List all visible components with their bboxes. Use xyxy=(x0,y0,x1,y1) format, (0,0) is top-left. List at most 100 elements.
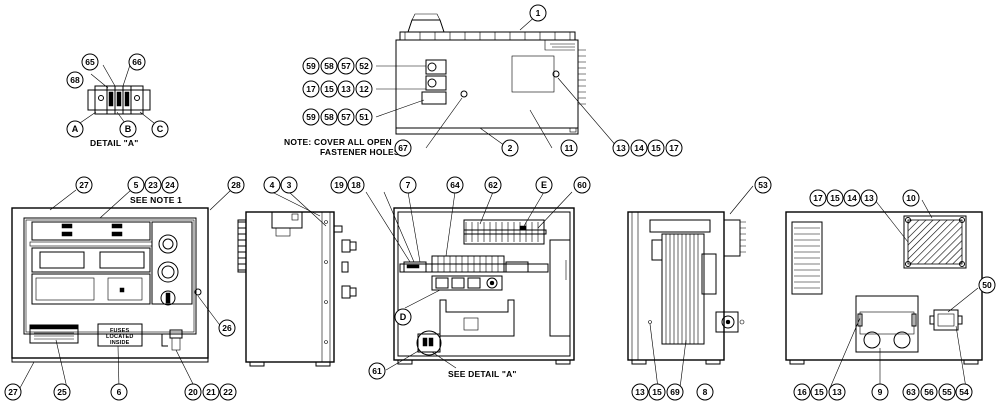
callout-circle xyxy=(612,139,630,157)
callout-label: 50 xyxy=(982,280,992,290)
callout-circle xyxy=(219,383,237,401)
callout-c53: 53 xyxy=(754,176,772,194)
callout-c5: 5 xyxy=(127,176,145,194)
callout-circle xyxy=(501,139,519,157)
callout-cA: A xyxy=(66,120,84,138)
callout-circle xyxy=(560,139,578,157)
callout-label: 13 xyxy=(864,193,874,203)
callout-c3: 3 xyxy=(280,176,298,194)
callout-label: 51 xyxy=(359,112,369,122)
callout-c10: 10 xyxy=(902,189,920,207)
callout-c25: 25 xyxy=(53,383,71,401)
callout-circle xyxy=(161,176,179,194)
callout-c52: 52 xyxy=(355,57,373,75)
callout-label: 66 xyxy=(132,57,142,67)
callout-circle xyxy=(66,120,84,138)
note-cover-holes-line2: FASTENER HOLES xyxy=(320,147,400,157)
callout-cD: D xyxy=(394,308,412,326)
callout-circle xyxy=(127,176,145,194)
callout-c16: 16 xyxy=(793,383,811,401)
callout-label: 59 xyxy=(306,61,316,71)
callout-circle xyxy=(938,383,956,401)
callout-circle xyxy=(128,53,146,71)
callout-c4: 4 xyxy=(263,176,281,194)
callout-label: 65 xyxy=(85,57,95,67)
callout-circle xyxy=(484,176,502,194)
callout-circle xyxy=(280,176,298,194)
callout-c15a: 15 xyxy=(320,80,338,98)
callout-circle xyxy=(368,362,386,380)
callout-label: A xyxy=(72,124,79,134)
callout-label: 13 xyxy=(341,84,351,94)
callout-c51: 51 xyxy=(355,108,373,126)
callout-label: 13 xyxy=(616,143,626,153)
callout-c8: 8 xyxy=(696,383,714,401)
callout-circle xyxy=(843,189,861,207)
callout-label: 58 xyxy=(324,61,334,71)
callout-label: 6 xyxy=(117,387,122,397)
callout-c15e: 15 xyxy=(810,383,828,401)
callout-label: 17 xyxy=(669,143,679,153)
callout-c66: 66 xyxy=(128,53,146,71)
callout-circle xyxy=(809,189,827,207)
callout-circle xyxy=(75,176,93,194)
callout-c58a: 58 xyxy=(320,57,338,75)
callout-c17d: 17 xyxy=(809,189,827,207)
callout-circle xyxy=(666,383,684,401)
callout-label: 58 xyxy=(324,112,334,122)
callout-circle xyxy=(810,383,828,401)
fuses-label-line3: INSIDE xyxy=(110,340,130,346)
callout-c69: 69 xyxy=(666,383,684,401)
callout-circle xyxy=(110,383,128,401)
callout-label: 61 xyxy=(372,366,382,376)
callout-cC: C xyxy=(151,120,169,138)
callout-circle xyxy=(337,80,355,98)
callout-c28: 28 xyxy=(227,176,245,194)
callout-c54: 54 xyxy=(955,383,973,401)
callout-label: 19 xyxy=(334,180,344,190)
callout-c21: 21 xyxy=(202,383,220,401)
rear-view xyxy=(785,199,983,389)
callout-label: 68 xyxy=(70,75,80,85)
callout-circle xyxy=(920,383,938,401)
callout-c27a: 27 xyxy=(75,176,93,194)
callout-label: 5 xyxy=(134,180,139,190)
callout-c18: 18 xyxy=(347,176,365,194)
callout-label: 4 xyxy=(270,180,275,190)
callout-label: 14 xyxy=(847,193,857,203)
side-view-right xyxy=(627,185,754,389)
callout-circle xyxy=(648,383,666,401)
callout-label: 57 xyxy=(341,112,351,122)
callout-circle xyxy=(754,176,772,194)
callout-c13e: 13 xyxy=(828,383,846,401)
callout-circle xyxy=(320,108,338,126)
callout-c19: 19 xyxy=(330,176,348,194)
callout-label: 7 xyxy=(406,180,411,190)
callout-circle xyxy=(302,57,320,75)
callout-circle xyxy=(631,383,649,401)
callout-cE: E xyxy=(535,176,553,194)
callout-label: 17 xyxy=(306,84,316,94)
callout-circle xyxy=(355,80,373,98)
callout-label: 12 xyxy=(359,84,369,94)
callout-circle xyxy=(902,189,920,207)
callout-c64: 64 xyxy=(446,176,464,194)
callout-label: D xyxy=(400,312,407,322)
callout-c13d: 13 xyxy=(860,189,878,207)
callout-label: 54 xyxy=(959,387,969,397)
callout-label: 15 xyxy=(814,387,824,397)
callout-c17b: 17 xyxy=(665,139,683,157)
callout-circle xyxy=(696,383,714,401)
callout-circle xyxy=(860,189,878,207)
callout-circle xyxy=(119,120,137,138)
callout-label: 64 xyxy=(450,180,460,190)
callout-c59a: 59 xyxy=(302,57,320,75)
callout-label: 55 xyxy=(942,387,952,397)
callout-circle xyxy=(227,176,245,194)
note-cover-holes-line1: NOTE: COVER ALL OPEN xyxy=(284,137,392,147)
callout-label: 23 xyxy=(148,180,158,190)
callout-circle xyxy=(630,139,648,157)
callout-label: 14 xyxy=(634,143,644,153)
callout-label: 60 xyxy=(577,180,587,190)
detail-a-view: DETAIL "A" xyxy=(79,61,155,148)
